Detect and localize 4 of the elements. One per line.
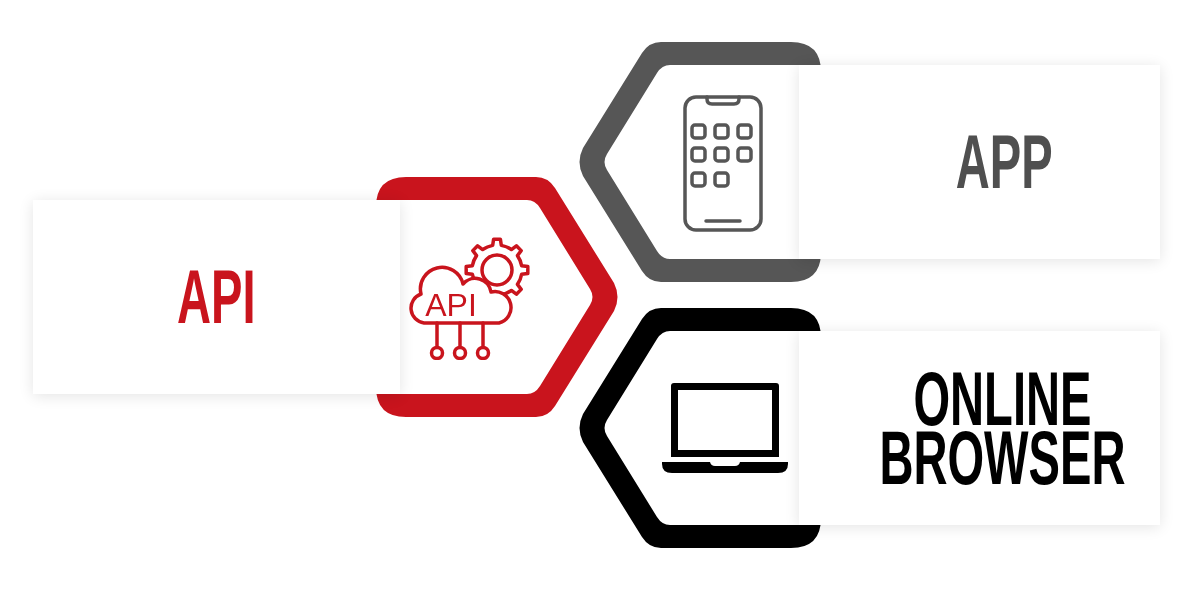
tile-title: ONLINE BROWSER: [879, 368, 1126, 488]
icon-text: API: [425, 289, 477, 321]
tile-title: APP: [956, 132, 1053, 192]
tile-title: API: [177, 267, 256, 327]
